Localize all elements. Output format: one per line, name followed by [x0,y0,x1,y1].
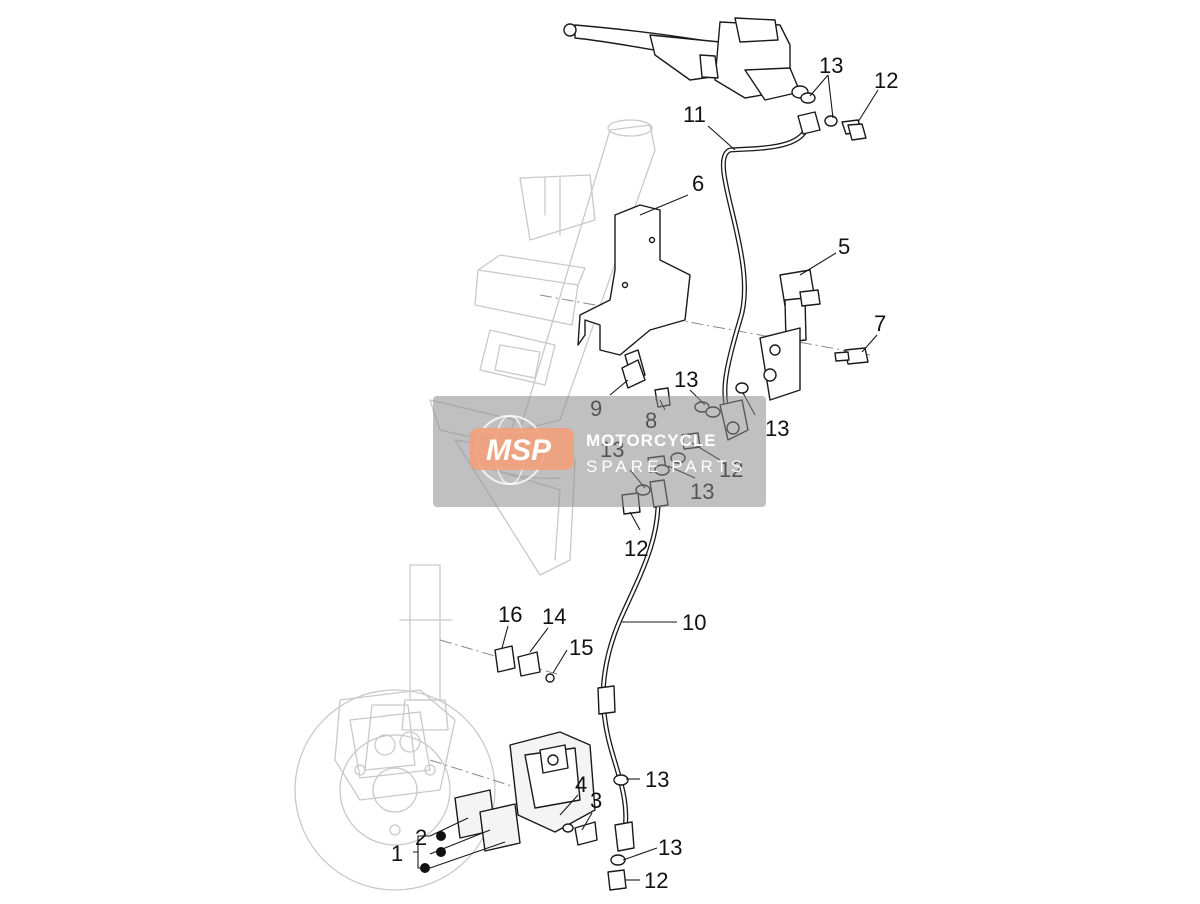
pad-clips [494,645,555,683]
ghost-brake-disc [294,689,496,891]
ghost-front-fork [364,564,453,771]
callout-13-top: 13 [819,53,843,78]
callout-13-upper: 13 [674,367,698,392]
callout-13-right: 13 [765,416,789,441]
callout-10: 10 [682,610,706,635]
banjo-bolt-top [800,92,867,141]
lower-fittings [607,774,629,891]
callout-5: 5 [838,234,850,259]
callout-15: 15 [569,635,593,660]
watermark-subtitle: SPARE PARTS [586,457,746,476]
callout-1: 1 [391,841,403,866]
callout-13-caliper: 13 [645,767,669,792]
callout-6: 6 [692,171,704,196]
callout-4: 4 [575,772,587,797]
watermark-title: MOTORCYCLE [586,431,717,450]
watermark-logo: MSP [486,434,552,467]
brake-pads [454,789,521,852]
pad-bullets [420,831,446,873]
brake-lever-master-cylinder [563,17,809,101]
callout-16: 16 [498,602,522,627]
brake-splitter-valve [759,269,821,401]
callout-14: 14 [542,604,566,629]
callout-7: 7 [874,311,886,336]
callout-3: 3 [590,788,602,813]
callout-11: 11 [683,102,706,127]
callout-13-bottom: 13 [658,835,682,860]
brake-caliper [509,731,598,846]
mounting-bracket [577,204,691,381]
callout-2: 2 [415,825,427,850]
callout-12-left: 12 [624,536,648,561]
callout-labels: 1 2 3 4 5 6 7 8 9 10 11 12 12 12 12 13 1… [391,53,898,893]
callout-12-bottom: 12 [644,868,668,893]
watermark: MSP MOTORCYCLE SPARE PARTS [433,396,766,507]
callout-12-top: 12 [874,68,898,93]
